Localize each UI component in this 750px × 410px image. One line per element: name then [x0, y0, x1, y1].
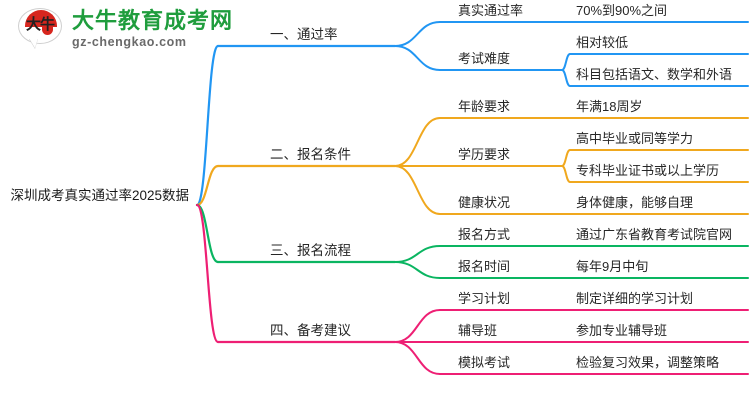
subtopic-label-1-2[interactable]: 考试难度 [458, 51, 511, 66]
logo-title: 大牛教育成考网 [72, 7, 234, 33]
detail-label-4-1-1[interactable]: 制定详细的学习计划 [576, 291, 694, 306]
site-logo: 大牛 大牛教育成考网 gz-chengkao.com [18, 8, 233, 50]
subtopic-label-4-1[interactable]: 学习计划 [458, 291, 511, 306]
branch-label-2[interactable]: 二、报名条件 [270, 147, 351, 162]
detail-label-2-2-1[interactable]: 高中毕业或同等学力 [576, 131, 694, 146]
detail-label-2-2-2[interactable]: 专科毕业证书或以上学历 [576, 163, 720, 178]
branch-label-1[interactable]: 一、通过率 [270, 27, 338, 42]
subtopic-label-1-1[interactable]: 真实通过率 [458, 3, 524, 18]
logo-subtitle-url: gz-chengkao.com [72, 34, 187, 49]
branch-label-4[interactable]: 四、备考建议 [270, 323, 351, 338]
detail-label-1-1-1[interactable]: 70%到90%之间 [576, 3, 668, 18]
logo-bubble-tail-shape [29, 38, 38, 48]
subtopic-label-2-3[interactable]: 健康状况 [458, 195, 511, 210]
logo-red-dot-shape [42, 16, 53, 35]
detail-label-1-2-2[interactable]: 科目包括语文、数学和外语 [576, 67, 733, 82]
logo-mark-icon: 大牛 [18, 8, 64, 50]
branch-label-3[interactable]: 三、报名流程 [270, 243, 351, 258]
detail-label-4-2-1[interactable]: 参加专业辅导班 [576, 323, 668, 338]
subtopic-label-2-2[interactable]: 学历要求 [458, 147, 511, 162]
subtopic-label-3-1[interactable]: 报名方式 [458, 227, 511, 242]
detail-label-3-2-1[interactable]: 每年9月中旬 [576, 259, 649, 274]
detail-label-2-3-1[interactable]: 身体健康，能够自理 [576, 195, 694, 210]
subtopic-label-3-2[interactable]: 报名时间 [458, 259, 511, 274]
detail-label-2-1-1[interactable]: 年满18周岁 [576, 99, 643, 114]
detail-label-3-1-1[interactable]: 通过广东省教育考试院官网 [576, 227, 733, 242]
logo-text-group: 大牛教育成考网 gz-chengkao.com [72, 7, 234, 49]
subtopic-label-4-3[interactable]: 模拟考试 [458, 355, 511, 370]
detail-label-1-2-1[interactable]: 相对较低 [576, 35, 629, 50]
subtopic-label-2-1[interactable]: 年龄要求 [458, 99, 511, 114]
logo-mark-text: 大牛 [25, 16, 55, 33]
detail-label-4-3-1[interactable]: 检验复习效果，调整策略 [576, 355, 720, 370]
mindmap-root-node: 深圳成考真实通过率2025数据 [10, 188, 189, 203]
subtopic-label-4-2[interactable]: 辅导班 [458, 323, 498, 338]
